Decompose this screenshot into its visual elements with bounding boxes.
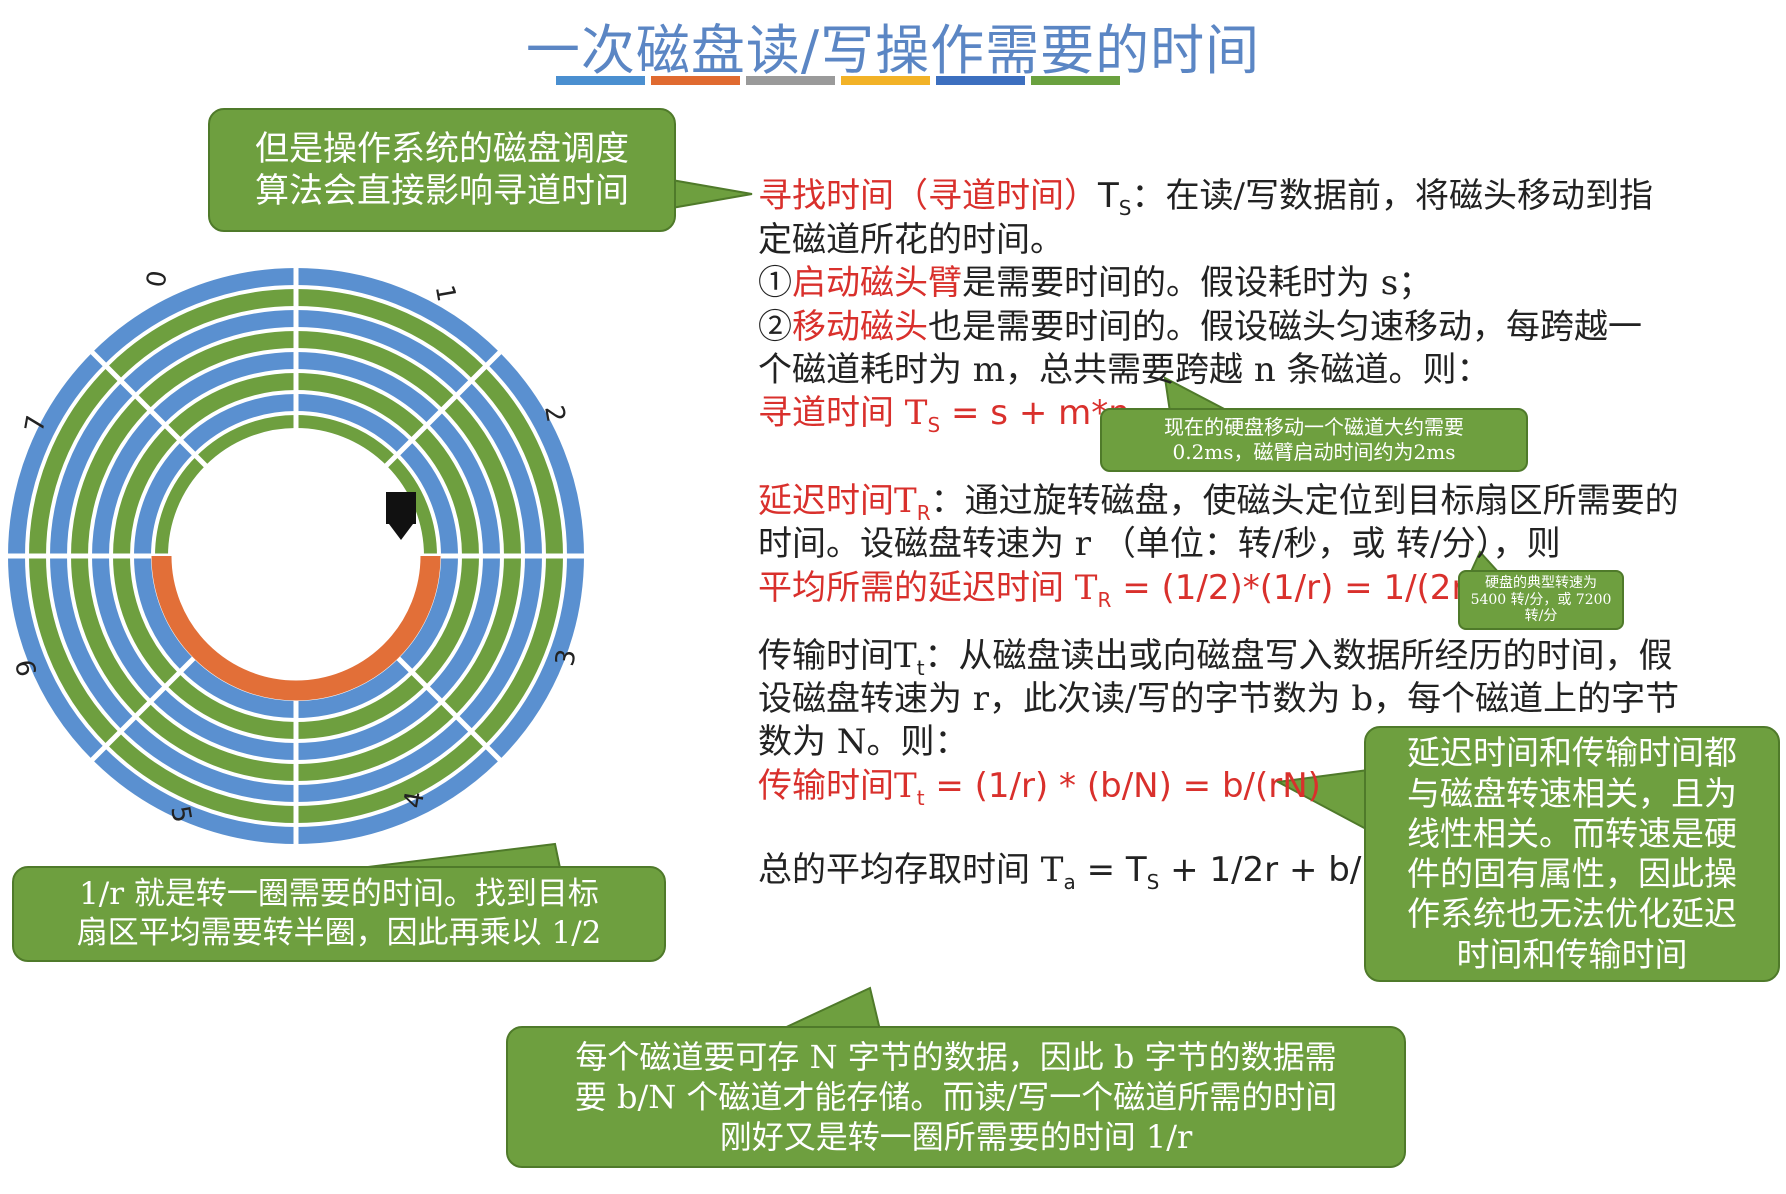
scheduling-note-bubble: 但是操作系统的磁盘调度 算法会直接影响寻道时间 [208,108,676,232]
transfer-heading-line: 传输时间Tt：从磁盘读出或向磁盘写入数据所经历的时间，假 [758,628,1673,680]
seek-item2-line2: 个磁道耗时为 m，总共需要跨越 n 条磁道。则： [758,350,1491,390]
bubble-line: 转/分 [1524,608,1558,625]
underline-bar [651,76,740,85]
transfer-heading: 传输时间T [758,636,917,676]
latency-heading: 延迟时间T [758,481,917,521]
transfer-desc-line3: 数为 N。则： [758,722,969,762]
seek-formula-label: 寻道时间 T [758,393,928,433]
seek-symbol-sub: S [1118,195,1132,220]
bubble-line: 线性相关。而转速是硬 [1407,813,1737,853]
item1-red: 启动磁头臂 [792,263,962,303]
latency-desc-line2: 时间。设磁盘转速为 r （单位：转/秒，或 转/分），则 [758,524,1561,564]
item2-rest: 也是需要时间的。假设磁头匀速移动，每跨越一 [928,307,1642,347]
seek-heading-line: 寻找时间（寻道时间）TS：在读/写数据前，将磁头移动到指 [758,168,1653,220]
sector-divider [383,643,506,766]
total-sub-s: S [1146,869,1160,894]
underline-bar [746,76,835,85]
underline-bar [556,76,645,85]
sector-label-3: 3 [550,647,582,669]
latency-linear-note-bubble: 延迟时间和传输时间都 与磁盘转速相关，且为 线性相关。而转速是硬 件的固有属性，… [1364,726,1780,982]
seek-symbol: T [1098,176,1119,216]
sector-divider [86,346,209,469]
latency-sub: R [916,500,931,525]
seek-heading: 寻找时间（寻道时间） [758,176,1098,216]
latency-desc: ：通过旋转磁盘，使磁头定位到目标扇区所需要的 [930,481,1679,521]
disk-head-arrow-icon [386,492,416,540]
transfer-formula-label: 传输时间T [758,766,917,806]
underline-bar [841,76,930,85]
track-count-bubble-tail [779,986,882,1031]
bubble-line: 延迟时间和传输时间都 [1407,733,1737,773]
bubble-line: 每个磁道要可存 N 字节的数据，因此 b 字节的数据需 [575,1038,1337,1076]
item-num: ① [758,263,792,303]
item-num: ② [758,307,792,347]
sector-divider [86,643,209,766]
sector-label-7: 7 [20,413,52,435]
bubble-line: 时间和传输时间 [1456,934,1688,974]
transfer-desc: ：从磁盘读出或向磁盘写入数据所经历的时间，假 [924,636,1673,676]
bubble-line: 与磁盘转速相关，且为 [1407,773,1737,813]
bubble-line: 要 b/N 个磁道才能存储。而读/写一个磁道所需的时间 [574,1078,1338,1116]
seek-item1: ①启动磁头臂是需要时间的。假设耗时为 s； [758,255,1432,304]
transfer-sub: t [916,655,925,680]
underline-bar [1031,76,1120,85]
bubble-line: 刚好又是转一圈所需要的时间 1/r [719,1118,1193,1156]
sector-label-6: 6 [8,657,40,679]
disk-diagram: 0 1 2 3 4 5 6 7 [2,262,590,850]
item1-rest: 是需要时间的。假设耗时为 s； [962,263,1433,303]
sector-label-0: 0 [141,268,173,290]
total-access-time: 总的平均存取时间 Ta = TS + 1/2r + b/(rN) [758,842,1427,894]
sector-label-4: 4 [399,789,431,811]
bubble-line: 1/r 就是转一圈需要的时间。找到目标 [79,876,599,913]
bubble-line: 硬盘的典型转速为 [1485,574,1597,591]
total-label: 总的平均存取时间 T [758,850,1064,890]
seek-item2: ②移动磁头也是需要时间的。假设磁头匀速移动，每跨越一 [758,299,1642,348]
sector-label-5: 5 [164,803,196,825]
track-count-note-bubble: 每个磁道要可存 N 字节的数据，因此 b 字节的数据需 要 b/N 个磁道才能存… [506,1026,1406,1168]
latency-formula: 平均所需的延迟时间 TR = (1/2)*(1/r) = 1/(2r) [758,560,1479,612]
bubble-line: 0.2ms，磁臂启动时间约为2ms [1172,440,1456,464]
sector-label-1: 1 [429,283,461,305]
transfer-formula-sub: t [916,785,925,810]
underline-bar [936,76,1025,85]
seek-formula-sub: S [927,412,941,437]
bubble-line: 件的固有属性，因此操 [1407,854,1737,893]
page-title: 一次磁盘读/写操作需要的时间 [525,19,1261,82]
sector-labels: 0 1 2 3 4 5 6 7 [8,268,582,825]
seek-formula: 寻道时间 TS = s + m*n [758,385,1130,437]
rotation-half-turn-arc [151,555,441,701]
total-mid: = T [1075,850,1147,890]
bubble-line: 作系统也无法优化延迟 [1407,894,1737,934]
half-turn-note-bubble: 1/r 就是转一圈需要的时间。找到目标 扇区平均需要转半圈，因此再乘以 1/2 [12,866,666,962]
transfer-desc-line2: 设磁盘转速为 r，此次读/写的字节数为 b，每个磁道上的字节 [758,679,1680,719]
seek-formula-rest: = s + m*n [940,393,1130,433]
total-sub-a: a [1063,869,1076,894]
transfer-formula: 传输时间Tt = (1/r) * (b/N) = b/(rN) [758,758,1321,810]
disk-sector-dividers [2,262,590,850]
seek-note-bubble: 现在的硬盘移动一个磁道大约需要 0.2ms，磁臂启动时间约为2ms [1100,408,1528,472]
sector-divider [383,346,506,469]
latency-heading-line: 延迟时间TR：通过旋转磁盘，使磁头定位到目标扇区所需要的 [758,473,1679,525]
bubble-line: 5400 转/分，或 7200 [1470,591,1612,608]
seek-desc-line2: 定磁道所花的时间。 [758,220,1064,260]
bubble-line: 算法会直接影响寻道时间 [255,171,629,211]
item2-red: 移动磁头 [792,307,928,347]
bubble-line: 但是操作系统的磁盘调度 [255,128,629,169]
latency-formula-rest: = (1/2)*(1/r) = 1/(2r) [1111,568,1479,608]
bubble-line: 现在的硬盘移动一个磁道大约需要 [1164,415,1464,439]
latency-formula-sub: R [1097,587,1112,612]
rpm-note-bubble: 硬盘的典型转速为 5400 转/分，或 7200 转/分 [1458,570,1624,630]
transfer-formula-rest: = (1/r) * (b/N) = b/(rN) [924,766,1321,806]
seek-desc: ：在读/写数据前，将磁头移动到指 [1131,176,1653,216]
latency-formula-label: 平均所需的延迟时间 T [758,568,1098,608]
bubble-line: 扇区平均需要转半圈，因此再乘以 1/2 [76,915,602,951]
sector-label-2: 2 [538,403,570,425]
